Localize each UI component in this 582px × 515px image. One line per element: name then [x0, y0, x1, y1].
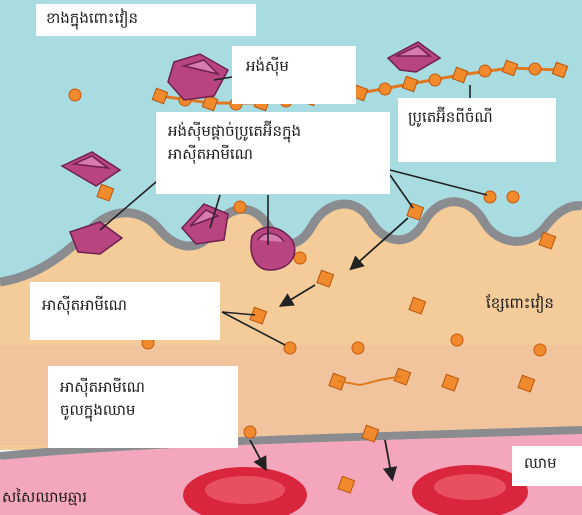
- intestine-wall-label-text: ខ្សែពោះវៀន: [486, 292, 582, 315]
- blood-label: ឈាម: [512, 446, 582, 486]
- absorption-line1: អាស៊ីតអាមីណេ: [60, 376, 226, 399]
- amino-acid-label: អាស៊ីតអាមីណេ: [30, 282, 220, 340]
- capillary-label-text: សសៃឈាមឆ្មារ: [2, 486, 172, 509]
- blood-label-text: ឈាម: [524, 452, 570, 475]
- protein-label-text: ប្រូតេអ៊ីនពីចំណី: [408, 106, 546, 129]
- amino-acid-label-text: អាស៊ីតអាមីណេ: [42, 294, 208, 317]
- lumen-label-text: ខាងក្នុងពោះវៀន: [46, 7, 246, 30]
- absorption-label: អាស៊ីតអាមីណេ ចូលក្នុងឈាម: [48, 366, 238, 448]
- absorption-line2: ចូលក្នុងឈាម: [60, 399, 226, 422]
- lumen-label: ខាងក្នុងពោះវៀន: [36, 4, 256, 36]
- enzyme-action-label: អង់ស៊ីមផ្តាច់ប្រូតេអ៊ីនក្នុង អាស៊ីតអាមីណ…: [156, 112, 390, 194]
- enzyme-action-line2: អាស៊ីតអាមីណេ: [168, 143, 378, 166]
- enzyme-label: អង់ស៊ីម: [232, 46, 356, 104]
- capillary-label: សសៃឈាមឆ្មារ: [2, 486, 172, 514]
- intestine-wall-label: ខ្សែពោះវៀន: [486, 292, 582, 322]
- enzyme-action-line1: អង់ស៊ីមផ្តាច់ប្រូតេអ៊ីនក្នុង: [168, 120, 378, 143]
- enzyme-label-text: អង់ស៊ីម: [246, 55, 342, 78]
- red-blood-cell: [434, 474, 506, 500]
- red-blood-cell: [205, 476, 285, 504]
- protein-label: ប្រូតេអ៊ីនពីចំណី: [398, 98, 556, 162]
